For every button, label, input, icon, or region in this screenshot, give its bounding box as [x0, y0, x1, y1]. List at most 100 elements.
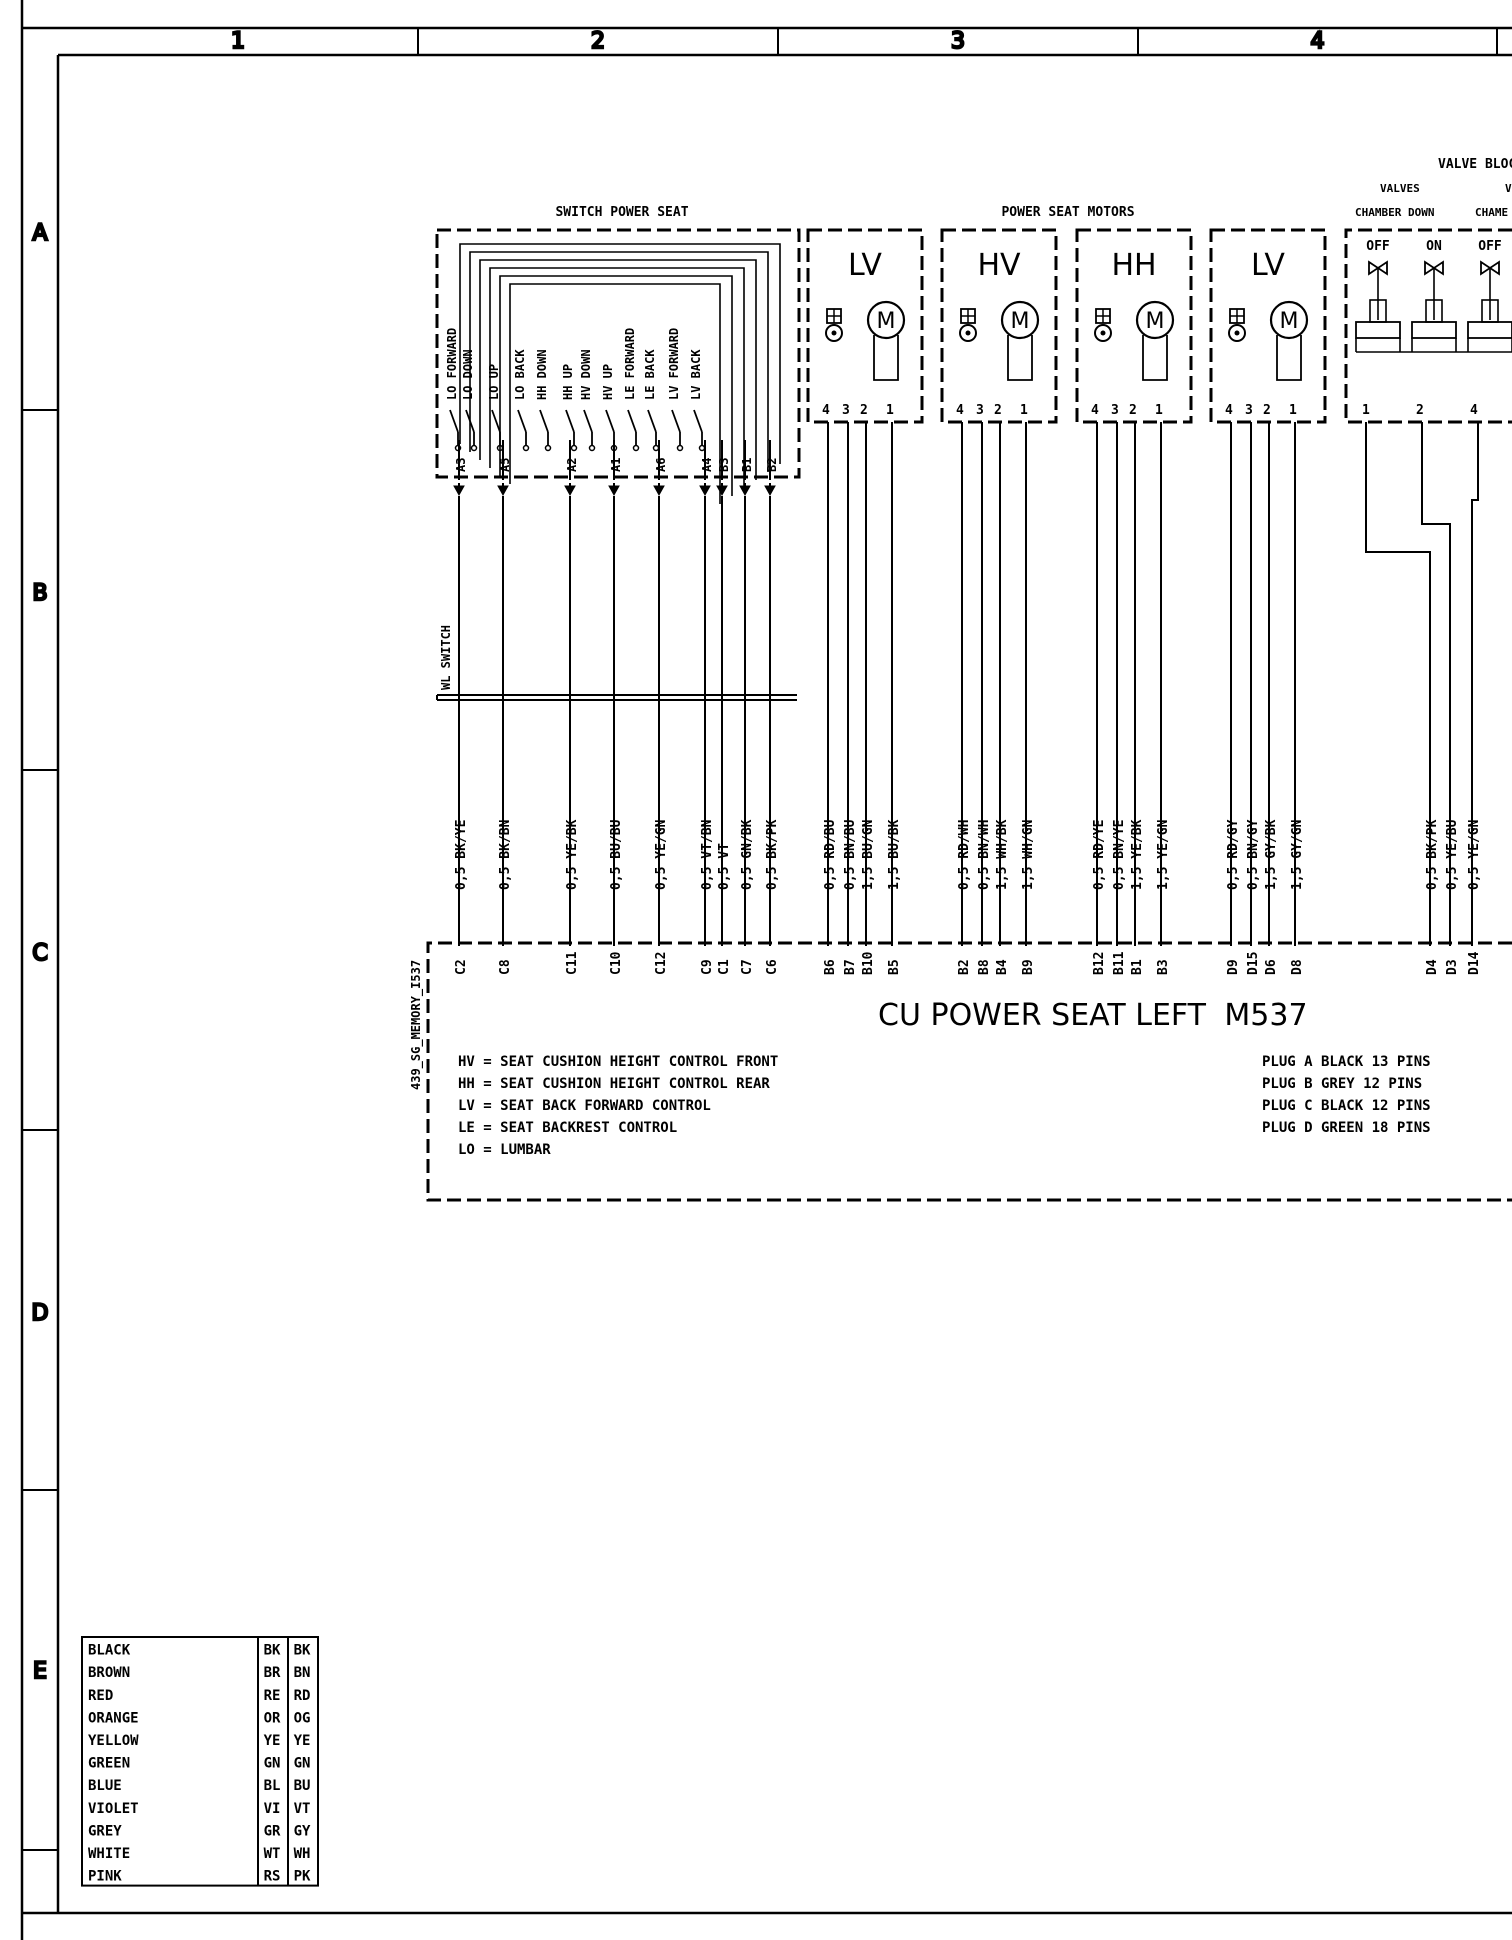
hall-sensor-dot	[965, 330, 971, 336]
valve-symbol	[1424, 260, 1444, 276]
valve-wire	[1421, 422, 1451, 946]
valve-body	[1355, 321, 1401, 339]
wire-label: 1,5 BU/GN	[861, 819, 876, 890]
motor-pin-label: 2	[1129, 403, 1137, 418]
color-name: BLUE	[88, 1778, 122, 1794]
legend-line: HH = SEAT CUSHION HEIGHT CONTROL REAR	[458, 1076, 770, 1092]
wire-label: 1,5 YE/GN	[1156, 819, 1171, 890]
switch-contact	[539, 409, 549, 433]
cu-pin-label: B6	[823, 959, 838, 975]
motor-lead	[873, 335, 899, 381]
cu-pin-label: C9	[700, 959, 715, 975]
valve-block-lumbar: VALVE BLOCK LUMVALVESVCHAMBER DOWNCHAMEO…	[1344, 157, 1512, 424]
wire-label: 0,5 RD/YE	[1092, 820, 1107, 890]
grid-row-label: B	[32, 581, 47, 606]
color-name: PINK	[88, 1869, 122, 1885]
switch-contact	[583, 409, 593, 433]
cu-pin-label: C10	[609, 951, 624, 975]
switch-pin-label: A6	[654, 458, 668, 472]
color-code-en: PK	[294, 1869, 311, 1885]
motor-pin-label: 1	[1020, 403, 1028, 418]
cu-pin-label: C2	[454, 959, 469, 975]
connector-arrow	[739, 485, 751, 497]
valve-body	[1411, 321, 1457, 339]
color-table-border	[81, 1636, 319, 1887]
valve-pin-label: 4	[1470, 403, 1478, 418]
switch-contact	[517, 409, 527, 433]
wire-label: 0,5 BK/PK	[765, 819, 780, 890]
control-unit-housing	[426, 941, 1512, 1202]
connector-arrow	[764, 485, 776, 497]
cu-pin-label: C7	[740, 959, 755, 975]
connector-arrow	[497, 485, 509, 497]
color-code-en: BK	[294, 1643, 311, 1659]
wire-label: 0,5 BU/BU	[609, 819, 624, 890]
cu-pin-label: B12	[1092, 952, 1107, 975]
connector-arrow	[699, 485, 711, 497]
color-code-de: GR	[264, 1823, 281, 1839]
wire-label: 0,5 BK/PK	[1425, 819, 1440, 890]
wire-label: 0,5 RD/GY	[1226, 819, 1241, 890]
switch-housing	[435, 228, 801, 479]
valve-state: ON	[1426, 239, 1442, 254]
motor-pin-label: 4	[1225, 403, 1233, 418]
wire-label: 0,5 YE/BU	[1445, 819, 1460, 890]
wire-label: 0,5 YE/GN	[654, 819, 669, 890]
switch-pin-label: B2	[765, 458, 779, 472]
motor-symbol	[1135, 300, 1175, 340]
motor-name: LV	[848, 248, 882, 283]
grid-column-label: 3	[951, 29, 965, 54]
cu-pin-label: B8	[977, 959, 992, 975]
switch-contact-label: HV DOWN	[579, 349, 593, 400]
color-name: VIOLET	[88, 1801, 139, 1817]
motor-letter: M	[1011, 309, 1030, 334]
switch-contact-node	[544, 444, 552, 452]
cu-pin-label: D8	[1290, 959, 1305, 975]
color-name: GREY	[88, 1823, 122, 1839]
wire-label: 0,5 YE/GN	[1467, 819, 1482, 890]
chamber-label-2: CHAME	[1475, 206, 1508, 219]
wire-label: 0,5 BN/WH	[977, 820, 992, 890]
connector-arrow	[564, 485, 576, 497]
switch-pin-label: A1	[609, 458, 623, 472]
cu-pin-label: C6	[765, 959, 780, 975]
color-name: BROWN	[88, 1665, 130, 1681]
connector-arrow	[453, 485, 465, 497]
grid-column-label: 2	[591, 29, 605, 54]
motor-pin-label: 2	[1263, 403, 1271, 418]
switch-bus	[509, 283, 721, 504]
motor-pin-label: 1	[886, 403, 894, 418]
switch-bus	[479, 259, 757, 480]
cu-pin-label: C12	[654, 952, 669, 975]
color-code-de: OR	[264, 1710, 281, 1726]
valve-title: VALVE BLOCK LUM	[1438, 157, 1512, 172]
switch-contact-node	[588, 444, 596, 452]
grid-row-label: E	[33, 1659, 47, 1684]
switch-bus	[459, 243, 781, 464]
valve-wire	[1365, 422, 1431, 946]
switch-contact	[565, 409, 575, 433]
valve-housing	[1344, 228, 1512, 424]
legend-line: LV = SEAT BACK FORWARD CONTROL	[458, 1098, 711, 1114]
motor-lead	[1142, 335, 1168, 381]
switch-contact	[465, 409, 475, 433]
valve-body	[1467, 321, 1512, 339]
motor-pin-label: 3	[1245, 403, 1253, 418]
grid-column-label: 4	[1311, 29, 1325, 54]
motor-name: LV	[1251, 248, 1285, 283]
legend-line: HV = SEAT CUSHION HEIGHT CONTROL FRONT	[458, 1054, 778, 1070]
color-code-de: VI	[264, 1801, 281, 1817]
cu-pin-label: B2	[957, 959, 972, 975]
hall-sensor-circle	[1094, 324, 1112, 342]
cu-pin-label: D15	[1246, 952, 1261, 975]
valves-label-2: V	[1505, 182, 1512, 195]
plug-line: PLUG D GREEN 18 PINS	[1262, 1120, 1431, 1136]
wire-label: 1,5 YE/BK	[1130, 819, 1145, 890]
wire-label: 0,5 BN/BU	[843, 819, 858, 890]
motor-letter: M	[877, 309, 896, 334]
motor-pin-label: 1	[1155, 403, 1163, 418]
color-code-en: YE	[294, 1733, 311, 1749]
